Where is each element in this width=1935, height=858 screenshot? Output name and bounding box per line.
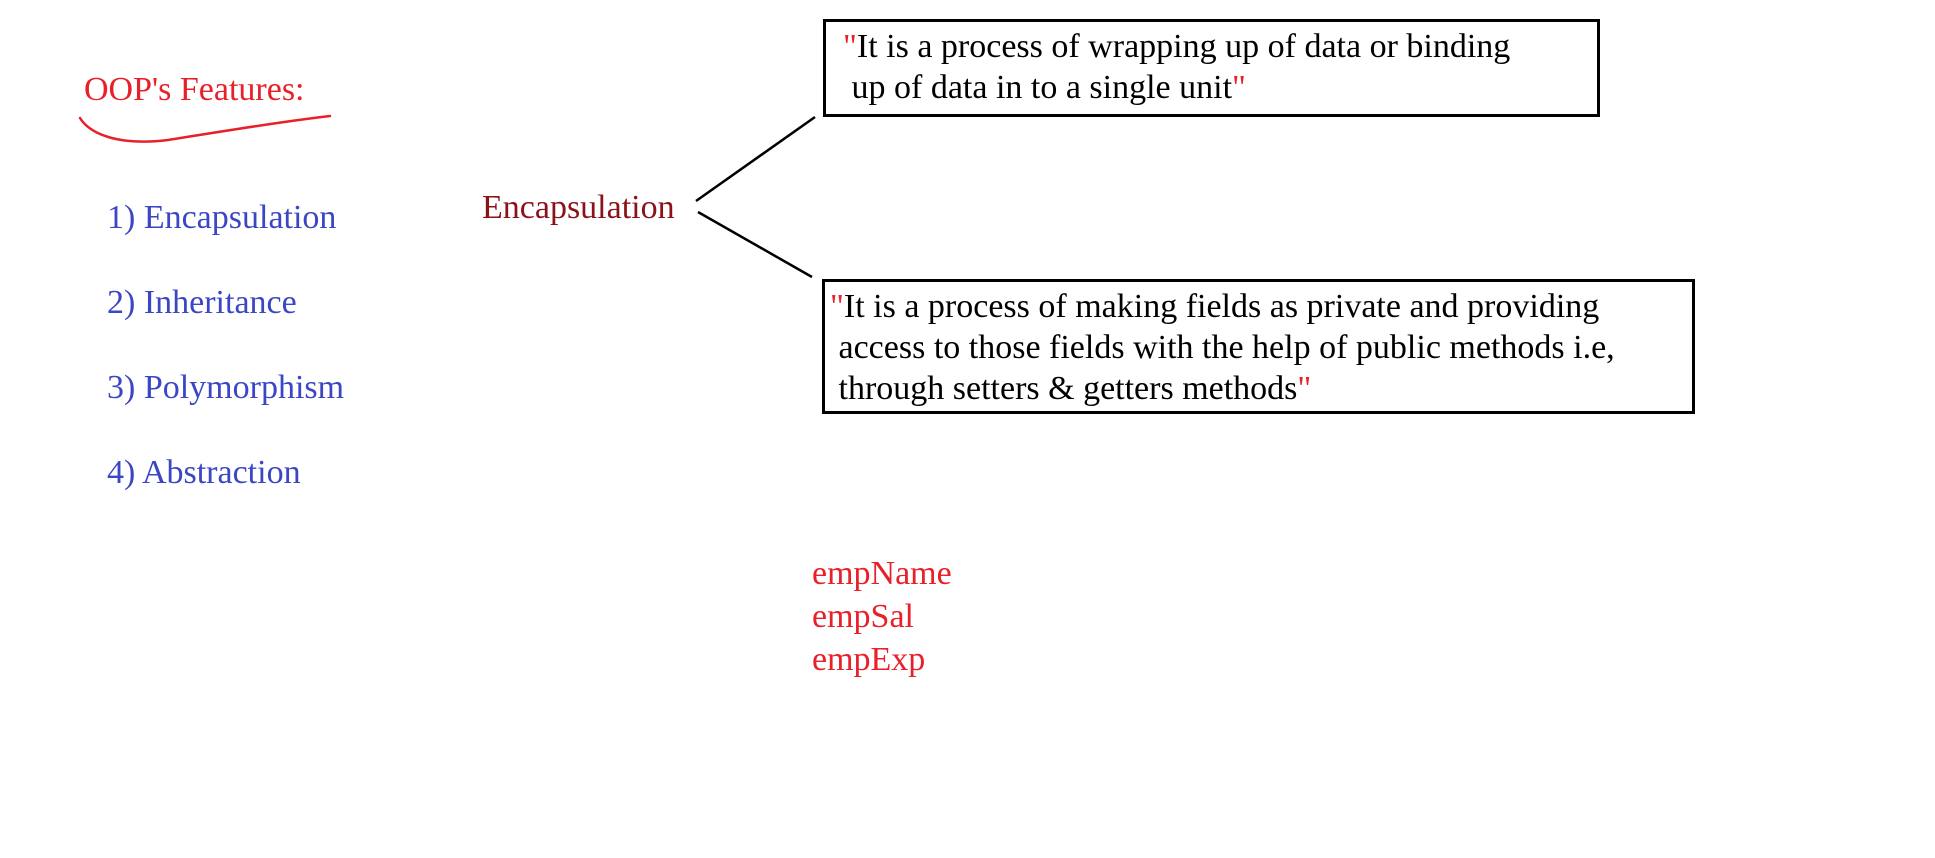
field-list: empName empSal empExp: [812, 552, 952, 681]
heading-underline: [78, 114, 332, 143]
definition-2-line-1-text: It is a process of making fields as priv…: [843, 288, 1600, 325]
definition-2-open-quote: ": [830, 288, 844, 325]
feature-item-abstraction: 4) Abstraction: [107, 454, 301, 491]
definition-2-close-quote: ": [1297, 370, 1312, 407]
connector-lower: [697, 210, 813, 279]
definition-2-line-3: through setters & getters methods": [830, 368, 1692, 409]
definition-2-line-1: "It is a process of making fields as pri…: [830, 286, 1692, 327]
feature-item-polymorphism: 3) Polymorphism: [107, 369, 345, 406]
definition-2-line-2: access to those fields with the help of …: [830, 327, 1692, 368]
definition-1-line-1-text: It is a process of wrapping up of data o…: [856, 28, 1511, 65]
definition-box-2: "It is a process of making fields as pri…: [822, 279, 1695, 414]
concept-label: Encapsulation: [482, 189, 675, 226]
definition-1-line-2: up of data in to a single unit": [843, 67, 1597, 108]
oop-features-heading: OOP's Features:: [84, 71, 305, 108]
feature-list: 1) Encapsulation 2) Inheritance 3) Polym…: [107, 198, 344, 538]
field-emp-sal: empSal: [812, 598, 914, 635]
definition-1-line-2-text: up of data in to a single unit: [843, 69, 1233, 106]
definition-1-line-1: "It is a process of wrapping up of data …: [843, 26, 1597, 67]
connector-upper: [695, 115, 816, 203]
field-emp-exp: empExp: [812, 641, 926, 678]
definition-2-line-3-text: through setters & getters methods: [830, 370, 1298, 407]
field-emp-name: empName: [812, 555, 952, 592]
feature-item-encapsulation: 1) Encapsulation: [107, 199, 337, 236]
definition-1-close-quote: ": [1232, 69, 1246, 106]
feature-item-inheritance: 2) Inheritance: [107, 284, 297, 321]
definition-2-line-2-text: access to those fields with the help of …: [830, 329, 1615, 366]
definition-box-1: "It is a process of wrapping up of data …: [823, 19, 1600, 117]
definition-1-open-quote: ": [843, 28, 857, 65]
